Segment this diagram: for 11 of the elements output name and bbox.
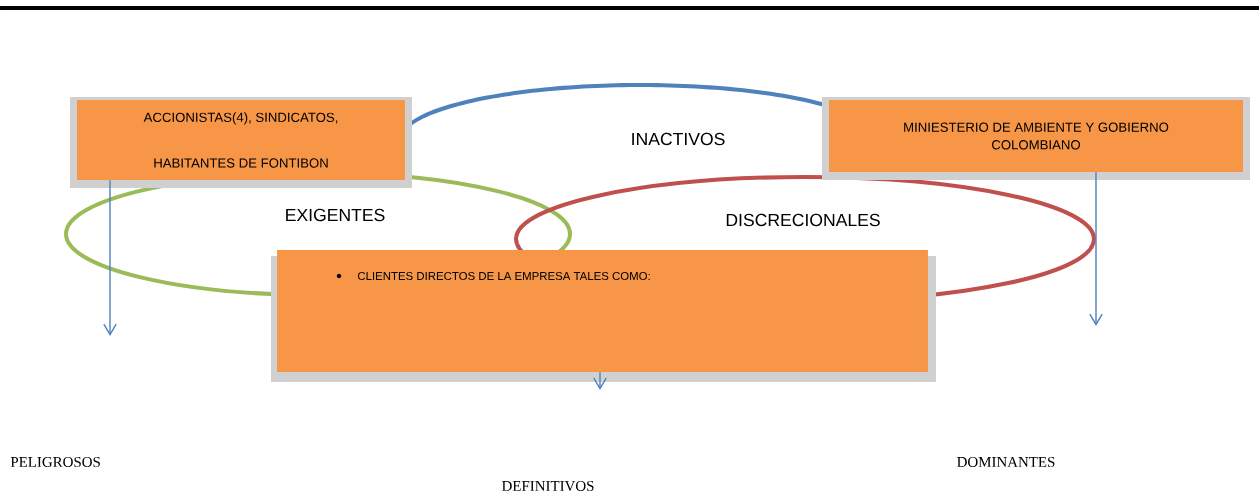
ellipse-label: DISCRECIONALES bbox=[726, 213, 880, 227]
arrow bbox=[1089, 171, 1103, 326]
arrow bbox=[593, 371, 607, 390]
process-box: ACCIONISTAS(4), SINDICATOS, HABITANTES DE FONTIBON bbox=[70, 97, 412, 188]
process-box: CLIENTES DIRECTOS DE LA EMPRESA TALES COMO: bbox=[271, 250, 936, 382]
category-label: DOMINANTES bbox=[957, 456, 1055, 467]
ellipse-label: EXIGENTES bbox=[286, 208, 385, 222]
category-label: PELIGROSOS bbox=[10, 456, 100, 467]
category-label: DEFINITIVOS bbox=[502, 480, 594, 492]
arrow bbox=[103, 179, 117, 336]
process-box: MINIESTERIO DE AMBIENTE Y GOBIERNO COLOMBIANO bbox=[822, 97, 1250, 180]
